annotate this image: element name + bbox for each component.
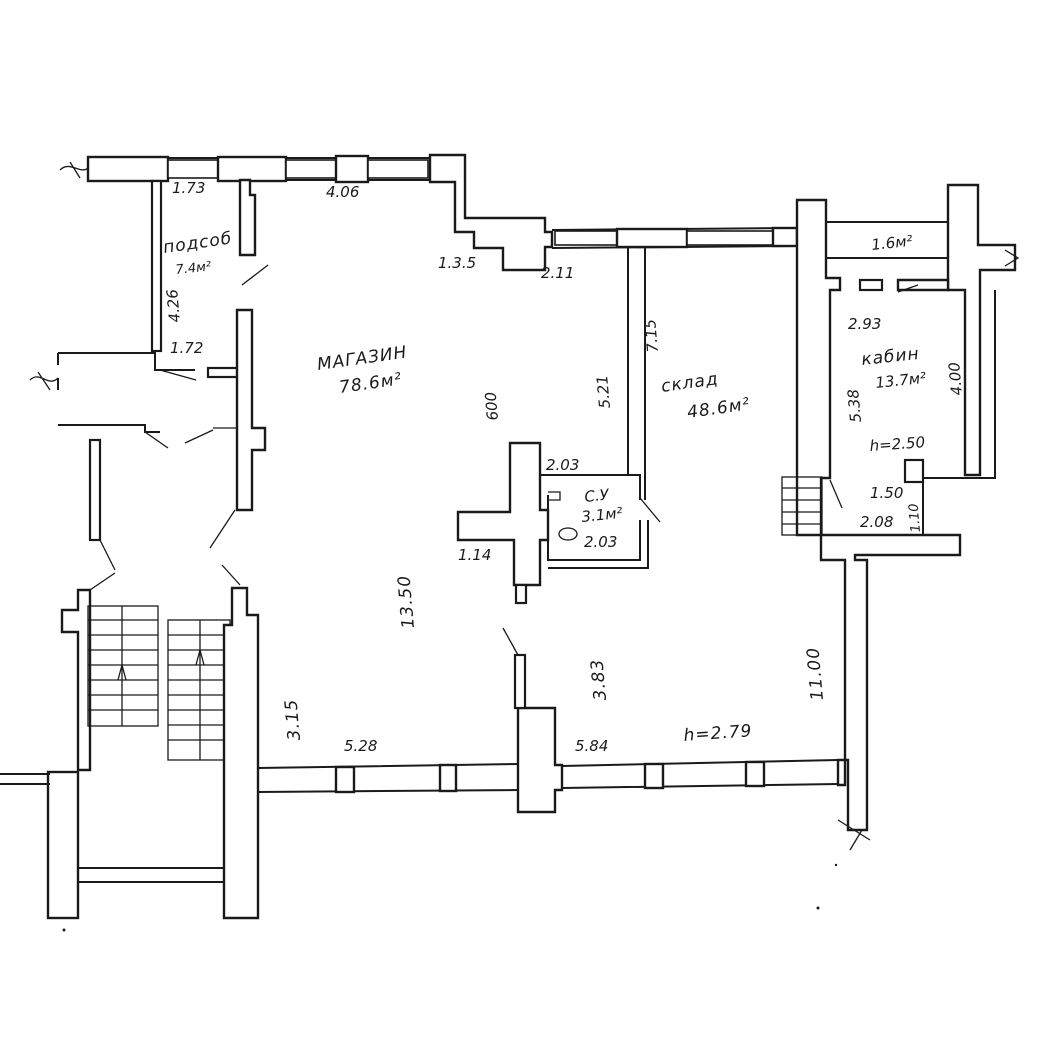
room-labels: подсоб 7.4м² МАГАЗИН 78.6м² склад 48.6м²… (162, 228, 927, 526)
dim-label: 5.21 (593, 374, 614, 409)
dim-label: 1.3.5 (438, 254, 476, 272)
dim-label: 1.72 (170, 339, 203, 357)
dim-label: 7.15 (641, 318, 662, 353)
height-label: h=2.79 (683, 721, 753, 746)
dim-label: 4.00 (945, 361, 966, 396)
room-area-kabin: 13.7м² (875, 369, 927, 392)
central-column (456, 248, 661, 605)
dim-label: 2.03 (584, 533, 617, 551)
dim-label: 1.50 (870, 484, 903, 502)
dim-label: 2.03 (546, 456, 579, 474)
dim-label: 600 (482, 391, 502, 421)
dim-label: 1.73 (172, 179, 205, 197)
dim-label: 13.50 (394, 574, 419, 629)
scan-specks (62, 863, 838, 932)
dimension-labels: 1.73 4.06 1.3.5 2.11 4.26 1.72 600 5.21 … (163, 179, 966, 755)
room-name-sklad: склад (660, 369, 720, 397)
room-name-kabin: кабин (860, 344, 920, 370)
dim-label: 1.14 (458, 546, 491, 564)
dim-label: 5.28 (344, 737, 377, 755)
room-area-su: 3.1м² (581, 504, 624, 526)
dim-label: 5.84 (575, 737, 608, 755)
dim-label: 2.08 (860, 513, 893, 531)
dim-label: 3.15 (281, 698, 305, 741)
bottom-facade-wall (257, 627, 839, 814)
dim-label: 1.10 (907, 503, 924, 533)
dim-label: 2.93 (848, 315, 881, 333)
room-name-su: С.У (584, 485, 611, 506)
room-area-magazin: 78.6м² (338, 369, 404, 398)
room-area-podsob: 7.4м² (175, 259, 212, 278)
right-walls (781, 183, 1020, 851)
room-area-small: 1.6м² (871, 232, 914, 254)
top-facade-wall (59, 154, 430, 184)
dim-label: 4.06 (326, 183, 359, 201)
height-label: h=2.50 (869, 433, 926, 455)
room-name-podsob: подсоб (162, 228, 234, 257)
dim-label: 2.11 (541, 264, 574, 282)
dim-label: 5.38 (844, 388, 865, 423)
left-rooms (29, 178, 269, 591)
room-area-sklad: 48.6м² (686, 394, 752, 423)
dim-label: 4.26 (163, 288, 184, 323)
staircase (0, 586, 260, 920)
stepped-wall (428, 153, 799, 272)
dim-label: 3.83 (587, 658, 611, 701)
dim-label: 11.00 (803, 646, 828, 701)
